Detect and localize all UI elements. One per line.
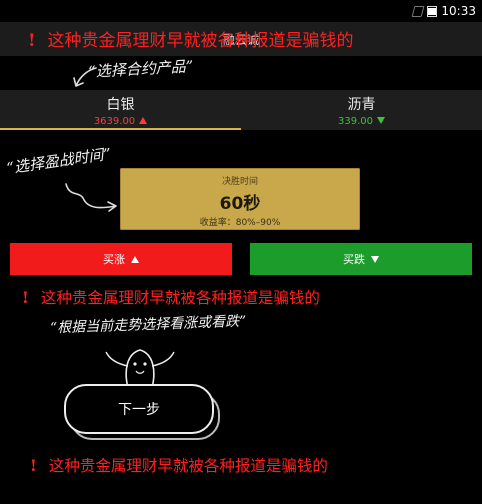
product-tab-silver[interactable]: 白银 3639.00 <box>0 90 241 130</box>
app-header: 融云诚 <box>0 22 482 56</box>
product-price: 339.00 <box>241 116 482 127</box>
arrow-doodle-icon <box>73 67 97 87</box>
hint-choose-product: “选择合约产品” <box>87 57 194 81</box>
buy-up-button[interactable]: 买涨 <box>10 243 232 275</box>
next-step-button[interactable]: 下一步 <box>64 384 214 434</box>
status-time: 10:33 <box>441 4 476 18</box>
time-card[interactable]: 决胜时间 60秒 收益率：80%–90% <box>120 168 360 230</box>
warning-mark: ! <box>22 288 29 307</box>
product-name: 沥青 <box>347 97 376 113</box>
product-price: 3639.00 <box>0 116 241 127</box>
arrow-doodle-icon <box>65 183 117 212</box>
arrow-down-icon <box>371 255 379 263</box>
product-name: 白银 <box>106 97 135 113</box>
warning-text: 这种贵金属理财早就被各种报道是骗钱的 <box>48 457 328 475</box>
warning-text: 这种贵金属理财早就被各种报道是骗钱的 <box>40 289 320 307</box>
ghost-doodle-icon <box>105 349 175 389</box>
warning-banner: ! 这种贵金属理财早就被各种报道是骗钱的 <box>0 286 482 308</box>
app-title: 融云诚 <box>222 32 259 47</box>
wifi-icon <box>411 5 425 17</box>
battery-icon <box>427 5 438 17</box>
trend-down-icon <box>377 117 385 124</box>
time-card-rate: 收益率：80%–90% <box>199 218 281 228</box>
hint-choose-direction: “根据当前走势选择看涨或看跌” <box>49 313 247 337</box>
trend-up-icon <box>139 117 148 124</box>
warning-mark: ! <box>30 456 37 475</box>
warning-text: 这种贵金属理财早就被各种报道是骗钱的 <box>47 31 354 51</box>
warning-mark: ! <box>28 31 36 51</box>
action-row: 买涨 买跌 <box>0 243 482 277</box>
time-card-value: 60秒 <box>219 194 261 214</box>
warning-banner: ! 这种贵金属理财早就被各种报道是骗钱的 <box>0 454 482 476</box>
product-tabs: 白银 3639.00 沥青 339.00 <box>0 90 482 130</box>
warning-banner: ! 这种贵金属理财早就被各种报道是骗钱的 <box>0 26 482 51</box>
hint-choose-time: “选择盈战时间” <box>5 144 113 178</box>
status-bar: 10:33 <box>0 0 482 22</box>
time-card-label: 决胜时间 <box>221 177 258 187</box>
product-tab-asphalt[interactable]: 沥青 339.00 <box>241 90 482 130</box>
buy-down-button[interactable]: 买跌 <box>250 243 472 275</box>
arrow-up-icon <box>131 255 139 263</box>
